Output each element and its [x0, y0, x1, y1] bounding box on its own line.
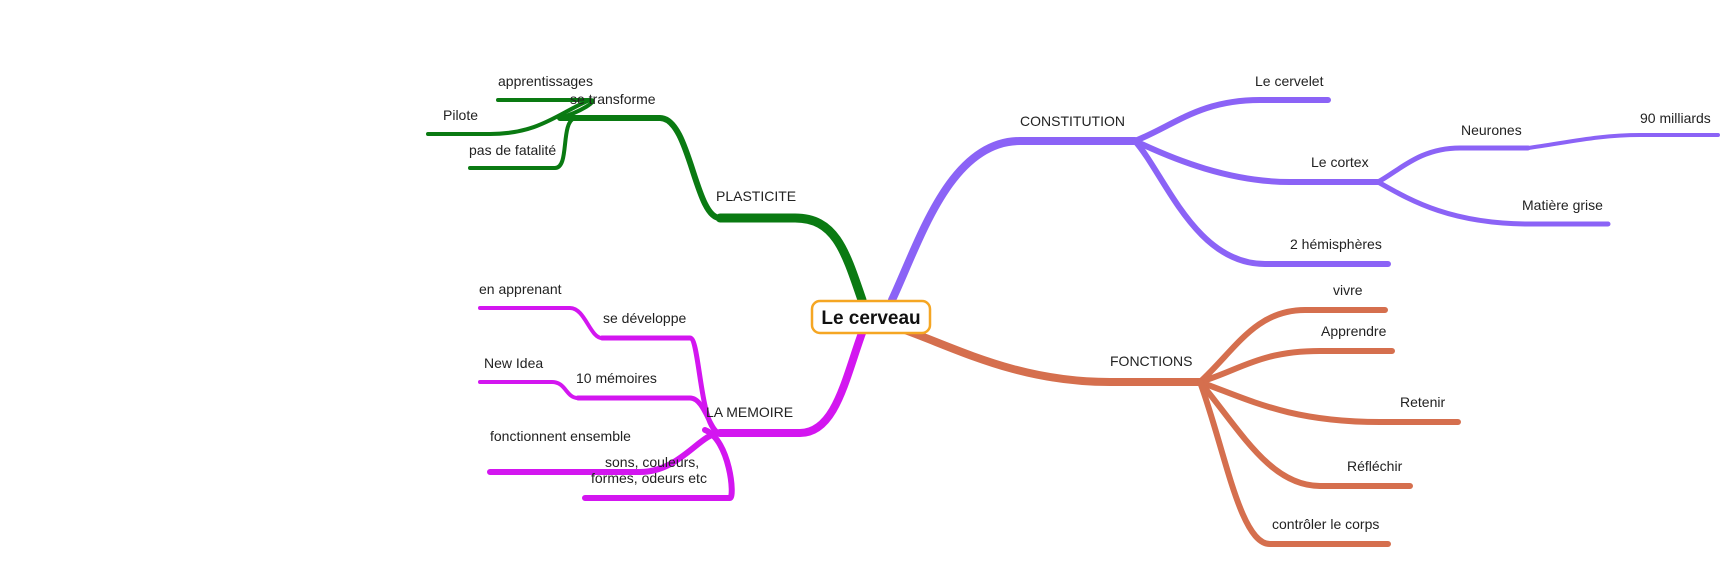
- connector-cortex-neurones: [1375, 145, 1531, 185]
- connector-root-fonctions: [901, 326, 1204, 386]
- connector-cortex-matiere-grise: [1375, 179, 1611, 227]
- node-plasticite[interactable]: PLASTICITE: [716, 188, 796, 204]
- connector-se-transforme-pilote: [426, 98, 592, 136]
- node-en-apprenant[interactable]: en apprenant: [479, 281, 562, 297]
- node-dix-memoires[interactable]: 10 mémoires: [576, 370, 657, 386]
- connector-fonctions-controler: [1197, 379, 1391, 547]
- branch-plasticite: [426, 98, 867, 305]
- connector-fonctions-reflechir: [1197, 379, 1413, 489]
- branch-memoire: [478, 306, 866, 501]
- connector-se-developpe-en-apprenant: [478, 306, 604, 340]
- node-cervelet[interactable]: Le cervelet: [1255, 73, 1324, 89]
- connector-root-memoire: [716, 329, 866, 437]
- root-node[interactable]: Le cerveau: [810, 299, 932, 335]
- node-controler[interactable]: contrôler le corps: [1272, 516, 1379, 532]
- root-node-label: Le cerveau: [821, 308, 920, 329]
- connector-fonctions-vivre: [1197, 307, 1388, 385]
- node-matiere-grise[interactable]: Matière grise: [1522, 197, 1603, 213]
- connector-se-transforme-pas-de-fatalite: [468, 116, 577, 170]
- connector-memoire-sons: [582, 427, 735, 501]
- node-sons-line1[interactable]: sons, couleurs,: [605, 454, 699, 470]
- connector-constitution-cortex: [1132, 138, 1381, 185]
- connector-constitution-hemispheres: [1132, 138, 1391, 267]
- node-sons-line2[interactable]: formes, odeurs etc: [591, 470, 707, 486]
- node-milliards[interactable]: 90 milliards: [1640, 110, 1711, 126]
- node-fonctions[interactable]: FONCTIONS: [1110, 353, 1192, 369]
- connector-root-plasticite: [715, 213, 867, 305]
- node-hemispheres[interactable]: 2 hémisphères: [1290, 236, 1382, 252]
- node-pilote[interactable]: Pilote: [443, 107, 478, 123]
- node-se-transforme[interactable]: se transforme: [570, 91, 656, 107]
- branch-fonctions: [901, 307, 1461, 547]
- connector-dix-memoires-new-idea: [478, 380, 580, 400]
- connector-plasticite-se-transforme: [557, 115, 723, 221]
- connector-fonctions-retenir: [1197, 379, 1461, 425]
- connector-constitution-cervelet: [1132, 97, 1331, 144]
- connector-neurones-milliards: [1526, 133, 1720, 150]
- node-pas-de-fatalite[interactable]: pas de fatalité: [469, 142, 556, 158]
- branch-constitution: [888, 97, 1720, 304]
- node-se-developpe[interactable]: se développe: [603, 310, 687, 326]
- node-reflechir[interactable]: Réfléchir: [1347, 458, 1403, 474]
- node-constitution[interactable]: CONSTITUTION: [1020, 113, 1125, 129]
- connector-root-constitution: [888, 137, 1139, 304]
- node-apprentissages[interactable]: apprentissages: [498, 73, 593, 89]
- node-memoire[interactable]: LA MEMOIRE: [706, 404, 793, 420]
- node-cortex[interactable]: Le cortex: [1311, 154, 1369, 170]
- node-retenir[interactable]: Retenir: [1400, 394, 1445, 410]
- root-node-box: [810, 299, 932, 335]
- node-new-idea[interactable]: New Idea: [484, 355, 543, 371]
- node-neurones[interactable]: Neurones: [1461, 122, 1522, 138]
- node-apprendre[interactable]: Apprendre: [1321, 323, 1387, 339]
- connector-fonctions-apprendre: [1197, 348, 1395, 385]
- node-vivre[interactable]: vivre: [1333, 282, 1363, 298]
- node-fonctionnent[interactable]: fonctionnent ensemble: [490, 428, 631, 444]
